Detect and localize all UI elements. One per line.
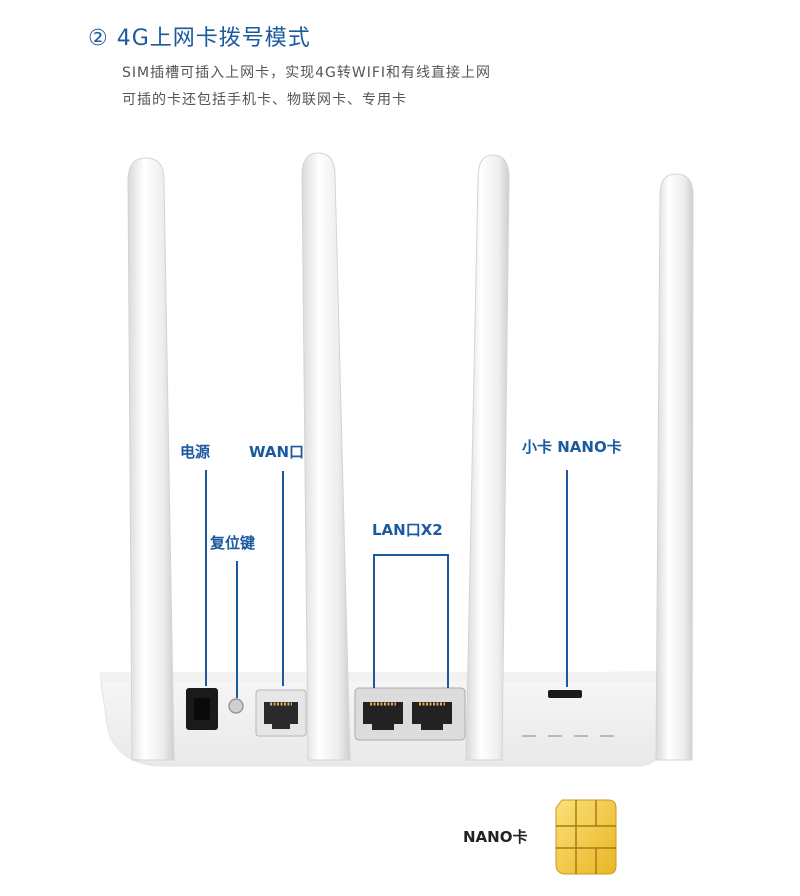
label-reset: 复位键 — [210, 534, 256, 552]
nano-sim-slot — [522, 690, 614, 737]
section-number: ② — [88, 26, 109, 51]
callout-leaders — [205, 470, 568, 698]
lan-ports — [354, 687, 466, 741]
label-wan: WAN口 — [249, 443, 305, 461]
section-title: 4G上网卡拨号模式 — [116, 26, 311, 51]
antenna-3 — [465, 154, 510, 761]
reset-button — [228, 698, 244, 714]
label-nano-card: NANO卡 — [463, 828, 528, 846]
label-lan: LAN口X2 — [372, 521, 443, 539]
description-line-2: 可插的卡还包括手机卡、物联网卡、专用卡 — [122, 92, 407, 108]
antenna-1 — [127, 157, 175, 761]
power-port — [186, 688, 218, 730]
nano-sim-card — [555, 799, 617, 875]
antenna-4 — [655, 173, 694, 761]
label-nano-slot: 小卡 NANO卡 — [522, 438, 622, 456]
wan-port — [255, 689, 307, 737]
antenna-2 — [301, 152, 351, 761]
label-power: 电源 — [180, 443, 211, 461]
description-line-1: SIM插槽可插入上网卡，实现4G转WIFI和有线直接上网 — [122, 65, 492, 81]
section-heading: ② 4G上网卡拨号模式 — [88, 20, 311, 52]
